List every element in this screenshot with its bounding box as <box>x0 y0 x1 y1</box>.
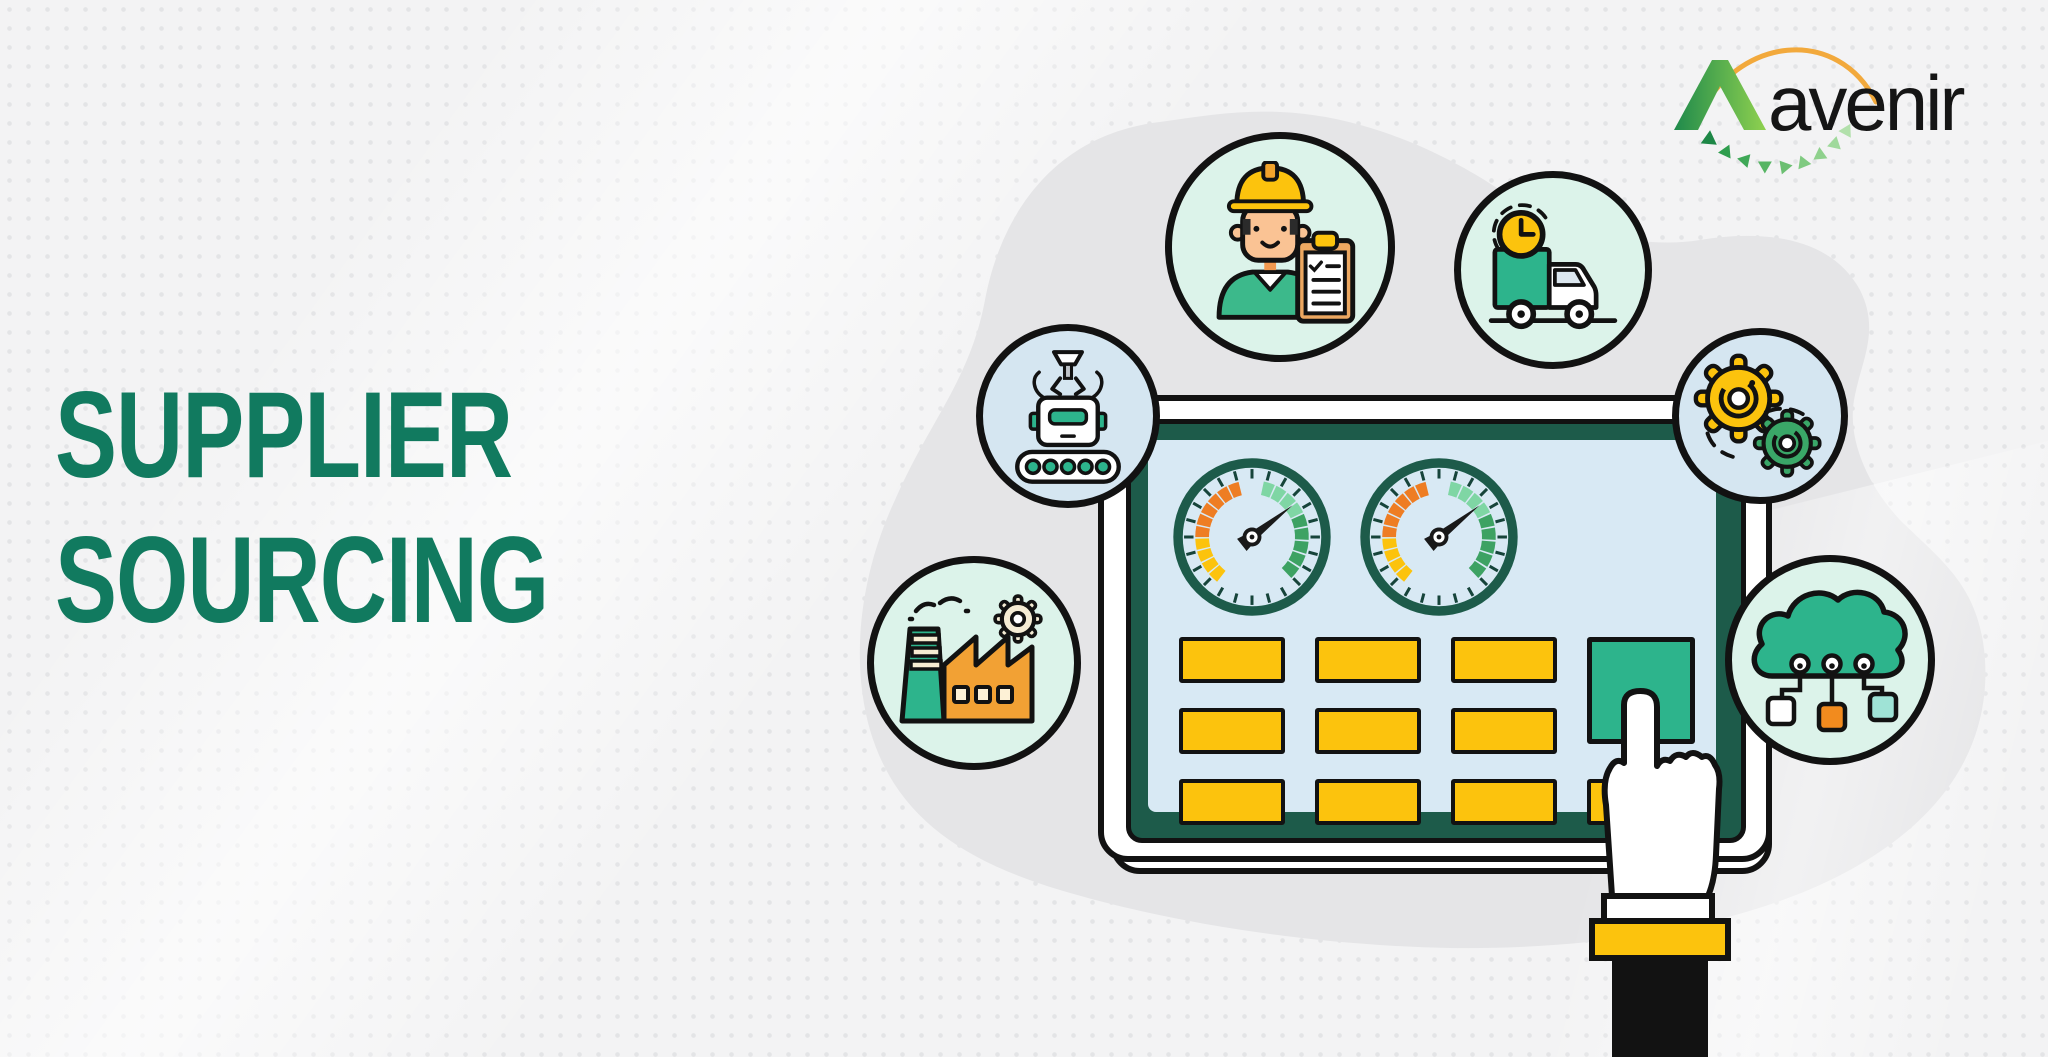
sleeve <box>1612 956 1708 1057</box>
aavenir-logo: avenir <box>1674 47 1967 175</box>
panel-button <box>1451 779 1557 825</box>
badge-on-time-delivery <box>1454 171 1652 369</box>
panel-button <box>1451 708 1557 754</box>
logo-wordmark-text: avenir <box>1768 59 1964 147</box>
title-line-2: SOURCING <box>55 511 549 649</box>
cuff-band <box>1589 918 1731 961</box>
delivery-truck-clock-icon <box>1488 203 1618 330</box>
gears-icon <box>1693 353 1822 478</box>
panel-button <box>1451 637 1557 683</box>
badge-factory <box>867 556 1081 770</box>
gauge-dial-icon <box>1173 458 1331 616</box>
logo-triangle-trail <box>1700 123 1851 175</box>
badge-process-gears <box>1672 328 1848 504</box>
badge-engineer-checklist <box>1165 132 1395 362</box>
badge-cloud-network <box>1725 555 1935 765</box>
panel-button <box>1179 708 1285 754</box>
logo-lambda-glyph <box>1674 60 1766 130</box>
factory-icon <box>899 594 1043 724</box>
robot-conveyor-icon <box>1015 350 1121 484</box>
panel-button <box>1179 637 1285 683</box>
cloud-network-icon <box>1751 589 1908 733</box>
gauge-dial-icon <box>1360 458 1518 616</box>
engineer-checklist-icon <box>1216 161 1356 324</box>
badge-robotic-assembly <box>976 324 1160 508</box>
title-line-1: SUPPLIER <box>55 365 513 504</box>
glove <box>1601 688 1723 899</box>
page-title: SUPPLIER SOURCING <box>55 362 549 652</box>
panel-button <box>1315 708 1421 754</box>
panel-button <box>1315 779 1421 825</box>
panel-button <box>1179 779 1285 825</box>
panel-button <box>1315 637 1421 683</box>
pointing-hand-icon <box>1589 688 1731 1057</box>
